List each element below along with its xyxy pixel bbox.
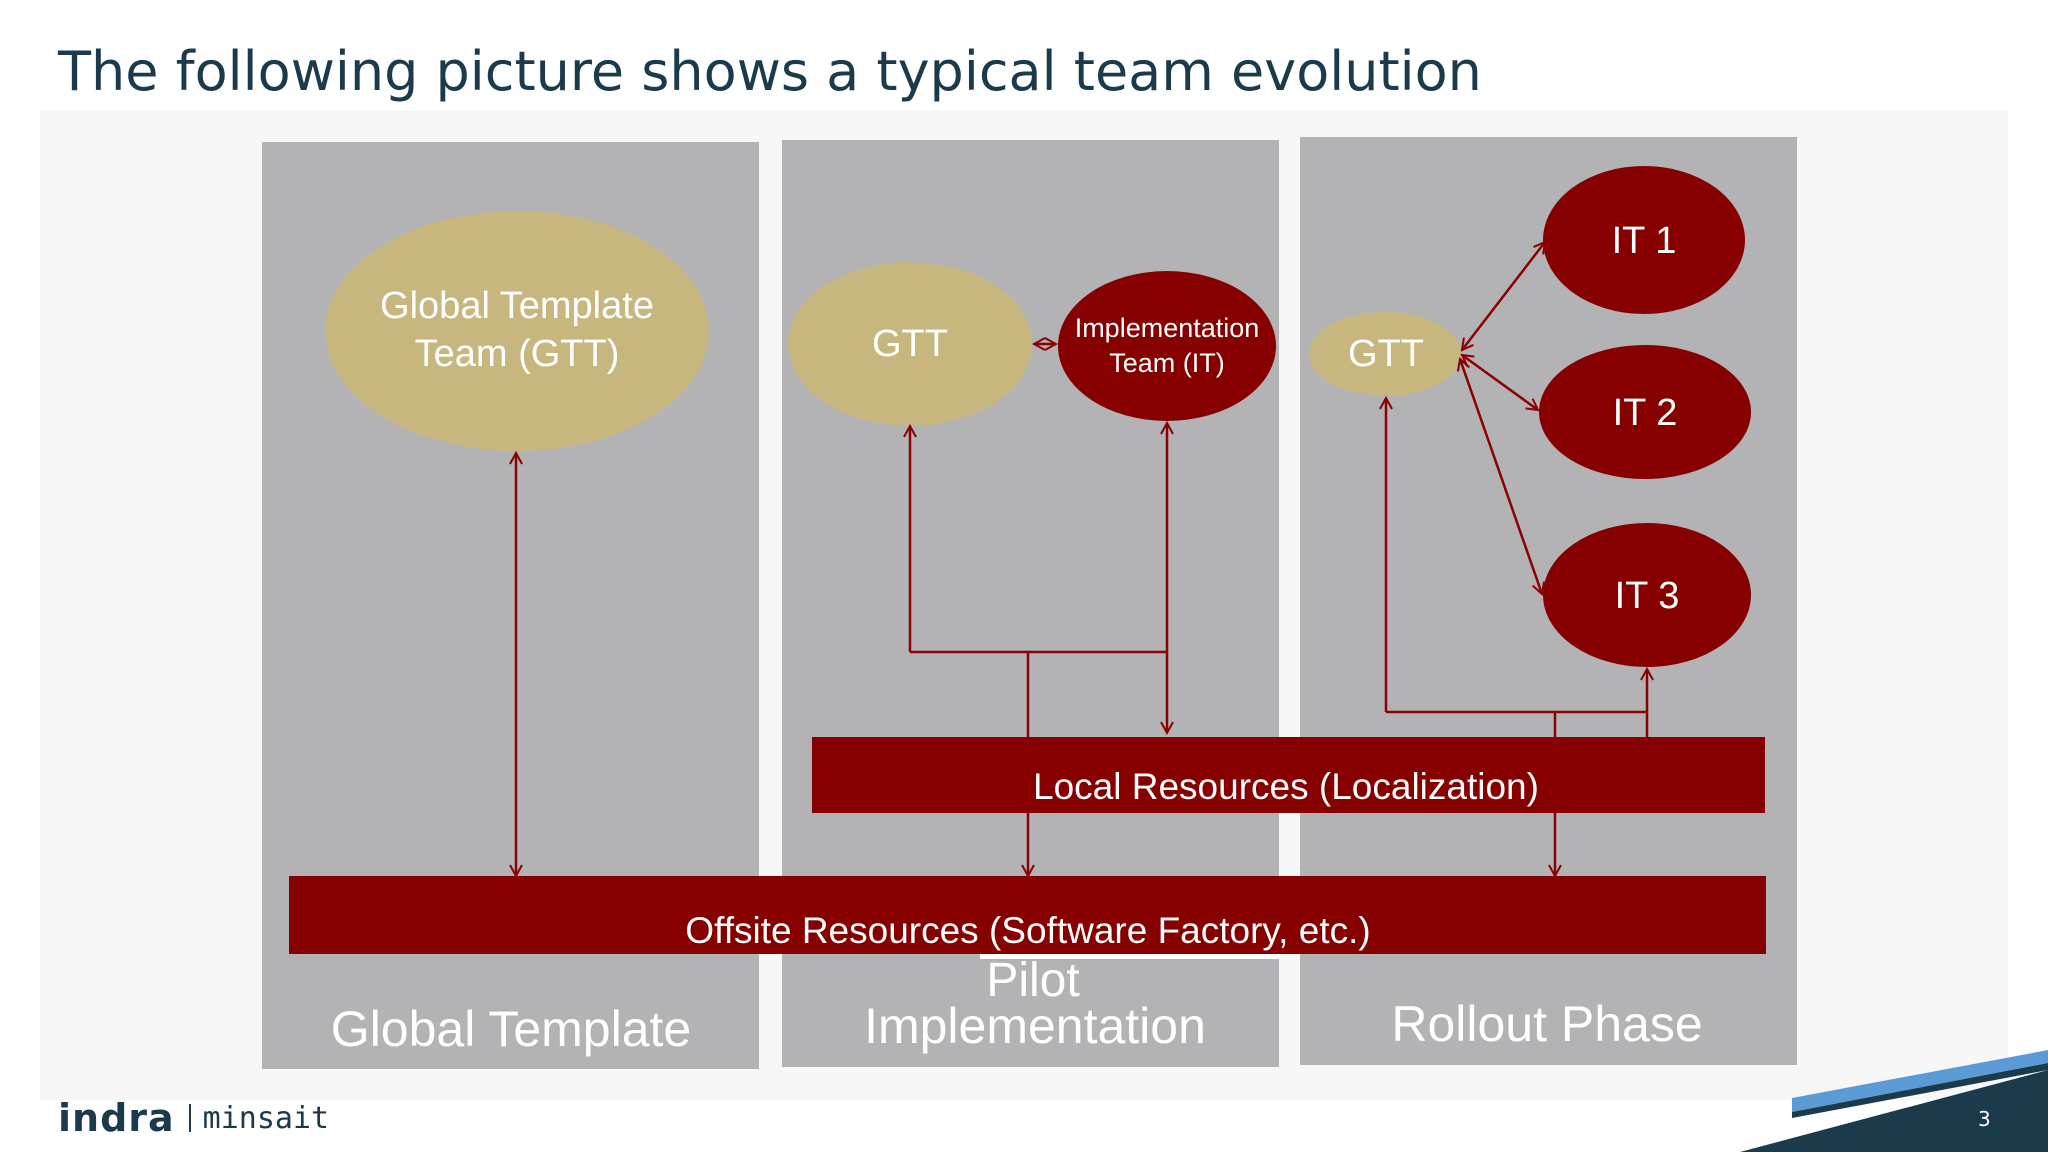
it-pilot-line2: Team (IT) — [1109, 348, 1225, 378]
company-logo: indra minsait — [58, 1096, 330, 1140]
offsite-resources-bar — [289, 876, 1766, 954]
node-gtt-global — [325, 211, 709, 451]
phase-label-global-template: Global Template — [331, 1001, 691, 1057]
it2-label: IT 2 — [1613, 392, 1678, 434]
node-gtt-pilot — [788, 262, 1032, 426]
node-it3 — [1543, 523, 1751, 667]
gtt-global-line2: Team (GTT) — [415, 333, 620, 375]
gtt-global-line1: Global Template — [380, 285, 654, 327]
gtt-pilot-label: GTT — [872, 323, 948, 365]
node-it1 — [1543, 166, 1745, 314]
corner-accent-dark-strip — [1792, 1063, 2048, 1118]
local-resources-label: Local Resources (Localization) — [1033, 766, 1539, 807]
offsite-bar-gap — [980, 954, 1280, 959]
connectors — [516, 242, 1647, 876]
node-gtt-rollout — [1309, 312, 1461, 396]
logo-minsait: minsait — [202, 1100, 330, 1136]
logo-separator — [188, 1104, 191, 1132]
it-pilot-line1: Implementation — [1075, 313, 1260, 343]
corner-accent-dark — [1740, 1070, 2048, 1152]
phase-label-rollout: Rollout Phase — [1391, 996, 1702, 1052]
local-resources-bar — [812, 737, 1765, 813]
arrow-gtt-it3 — [1460, 359, 1542, 594]
offsite-resources-label: Offsite Resources (Software Factory, etc… — [685, 910, 1370, 951]
page-title: The following picture shows a typical te… — [58, 40, 1482, 103]
it1-label: IT 1 — [1612, 220, 1677, 262]
gtt-rollout-label: GTT — [1348, 333, 1424, 375]
logo-indra: indra — [58, 1096, 175, 1140]
node-it-pilot — [1058, 271, 1276, 421]
arrow-gtt-it1 — [1462, 242, 1545, 350]
corner-accent-blue — [1792, 1050, 2048, 1112]
page-number: 3 — [1978, 1107, 1991, 1131]
phase-label-pilot-line1: Pilot — [986, 954, 1079, 1007]
phase-label-pilot-line2: Implementation — [864, 998, 1206, 1054]
it3-label: IT 3 — [1615, 575, 1680, 617]
node-it2 — [1539, 345, 1751, 479]
